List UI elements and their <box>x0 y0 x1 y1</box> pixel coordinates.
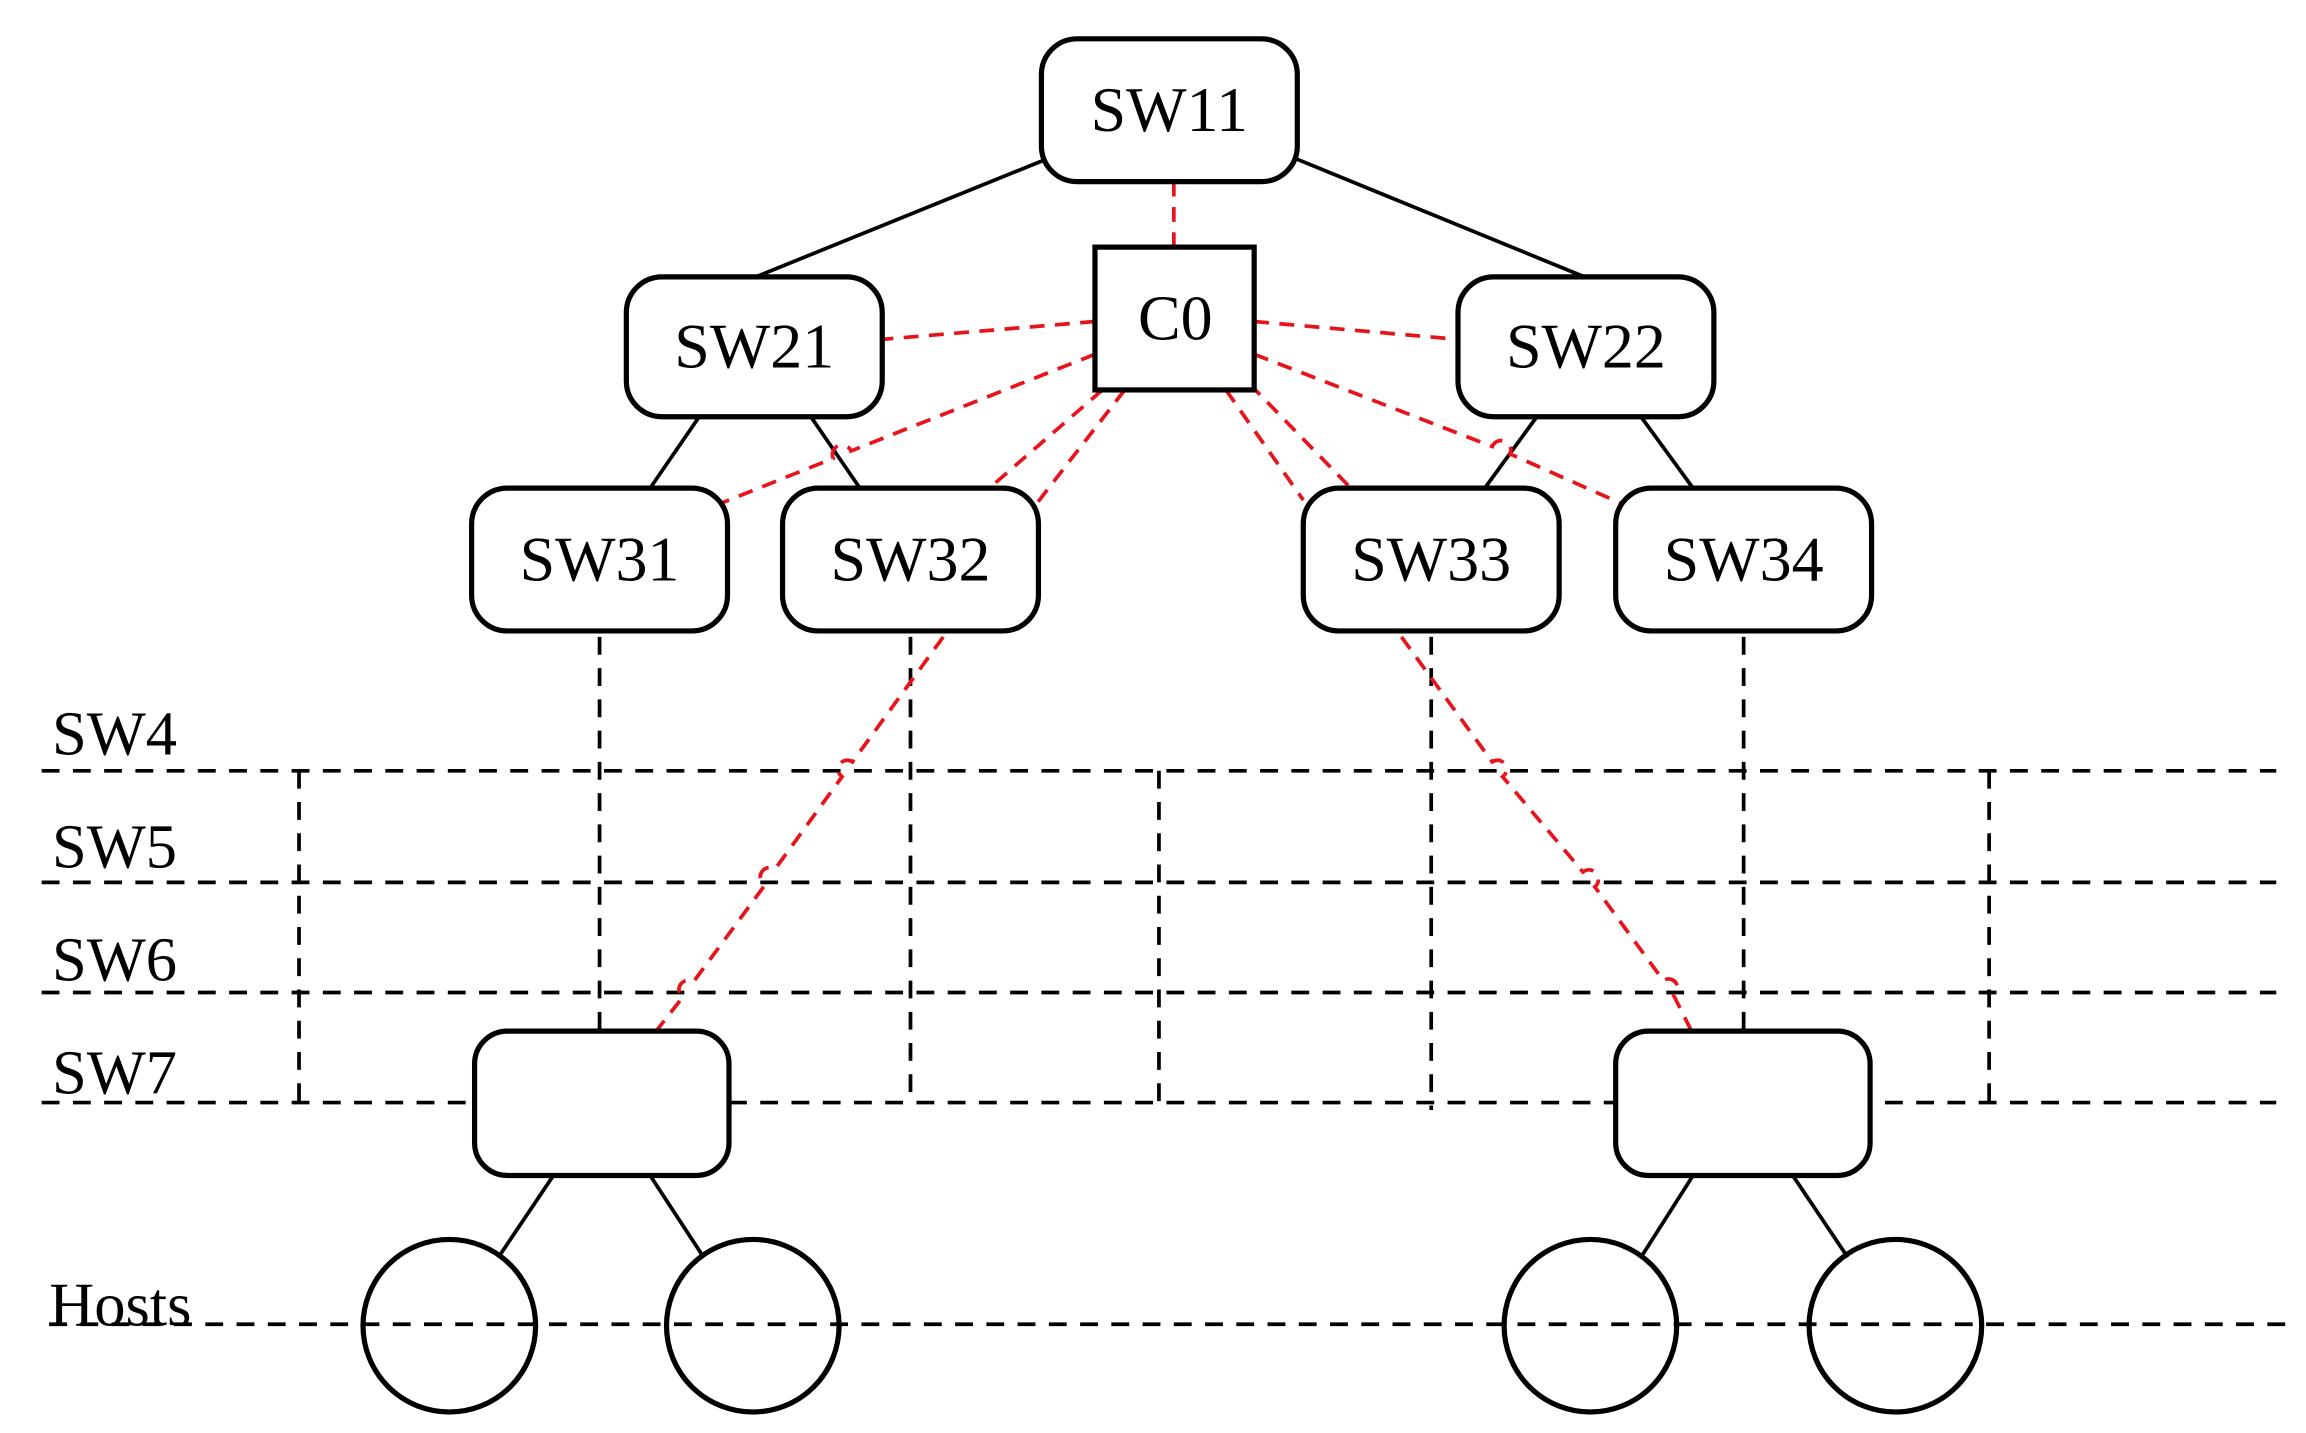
ctrl-c0-sw22 <box>1254 319 1459 342</box>
link-left-edge-host2 <box>648 1174 706 1259</box>
ctrl-c0-sw33-b <box>1248 382 1353 490</box>
link-sw21-sw32 <box>809 415 862 490</box>
node-label: SW34 <box>1664 523 1824 594</box>
ctrl-sw33-right-edge <box>1399 635 1694 1032</box>
layer-label-sw5: SW5 <box>52 812 177 882</box>
link-sw22-sw34 <box>1639 415 1695 490</box>
node-sw31: SW31 <box>469 485 731 634</box>
node-label: SW21 <box>674 311 834 382</box>
edge-switch-right <box>1613 1028 1873 1179</box>
edge-switch-left <box>471 1028 732 1179</box>
node-label: SW22 <box>1506 311 1666 382</box>
link-sw11-sw22 <box>1296 157 1586 279</box>
ctrl-c0-sw21 <box>882 319 1096 342</box>
link-left-edge-host1 <box>496 1174 555 1259</box>
node-box <box>1038 36 1300 185</box>
host-2 <box>663 1236 842 1415</box>
ctrl-c0-sw34 <box>1253 352 1621 505</box>
ctrl-c0-sw32-b <box>1031 388 1127 511</box>
layer-label-sw7: SW7 <box>52 1038 177 1108</box>
node-label: SW32 <box>831 523 991 594</box>
node-box <box>623 274 885 420</box>
layer-label-hosts: Hosts <box>49 1270 191 1340</box>
layer-lines <box>41 768 2287 1327</box>
node-c0-controller: C0 <box>1092 244 1257 393</box>
hosts <box>360 1236 1985 1415</box>
node-sw22: SW22 <box>1455 274 1717 420</box>
layer-label-sw4: SW4 <box>52 698 177 768</box>
host-3 <box>1501 1236 1680 1415</box>
ctrl-c0-sw33-a <box>1224 388 1305 502</box>
link-sw11-sw21 <box>755 157 1047 279</box>
ctrl-c0-sw31 <box>720 352 1096 505</box>
node-label: SW33 <box>1351 523 1511 594</box>
node-box <box>1300 485 1562 634</box>
node-box <box>1613 485 1875 634</box>
node-sw34: SW34 <box>1613 485 1875 634</box>
node-label: SW31 <box>520 523 680 594</box>
node-label: C0 <box>1138 282 1213 353</box>
node-sw32: SW32 <box>779 485 1042 634</box>
link-right-edge-host2 <box>1791 1174 1850 1259</box>
link-sw21-sw31 <box>648 415 701 490</box>
layer-label-sw6: SW6 <box>52 925 177 995</box>
control-links <box>654 181 1694 1033</box>
node-sw21: SW21 <box>623 274 885 420</box>
node-sw11: SW11 <box>1038 36 1300 185</box>
host-4 <box>1806 1236 1985 1415</box>
node-box <box>1455 274 1717 420</box>
node-box <box>469 485 731 634</box>
host-1 <box>360 1236 539 1415</box>
node-label: SW11 <box>1091 74 1249 145</box>
node-box <box>779 485 1042 634</box>
controller-box <box>1092 244 1257 393</box>
node-sw33: SW33 <box>1300 485 1562 634</box>
ctrl-sw32-left-edge <box>654 635 945 1033</box>
vertical-dashed-links <box>297 636 1991 1111</box>
link-right-edge-host1 <box>1639 1174 1695 1259</box>
